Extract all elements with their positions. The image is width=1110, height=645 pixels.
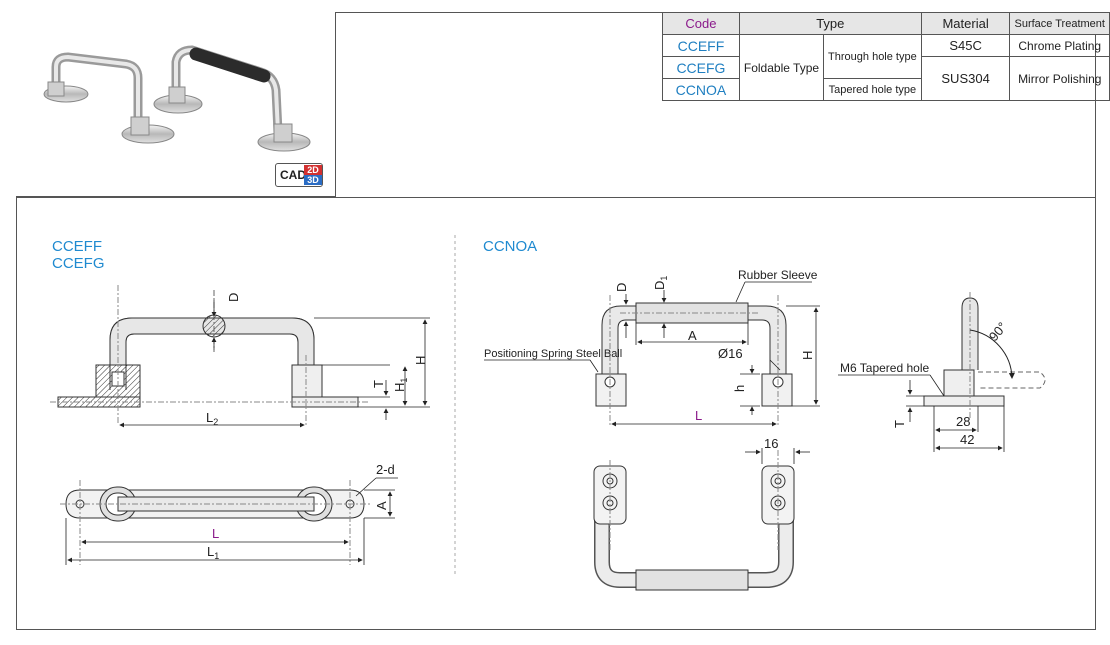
drawing-frame — [16, 12, 1096, 630]
surface-header: Surface Treatment — [1009, 12, 1110, 35]
dim-h-label: h — [732, 385, 747, 392]
material-cell: S45C — [920, 34, 1011, 57]
dim-28-label: 28 — [956, 414, 970, 429]
left-top-dimensions — [65, 477, 398, 565]
dim-L-label: L — [695, 408, 702, 423]
dim-L1-label: L1 — [207, 544, 219, 561]
code-cell: CCNOA — [662, 78, 740, 101]
handles-photo-illustration — [43, 45, 311, 152]
dim-H-label: H — [413, 356, 428, 365]
dim-T-label: T — [371, 380, 386, 388]
cad-2d-label: 2D — [304, 165, 322, 175]
surface-cell: Mirror Polishing — [1009, 56, 1110, 101]
right-side-dimensions — [838, 374, 1005, 452]
right-side-view — [923, 292, 1046, 420]
type-sub-cell: Through hole type — [823, 34, 922, 79]
material-header: Material — [920, 12, 1011, 35]
dim-T-label: T — [892, 420, 907, 428]
code-title: CCEFF — [52, 238, 102, 255]
right-top-dimensions — [745, 448, 810, 464]
code-title: CCEFG — [52, 255, 105, 272]
material-cell: SUS304 — [920, 56, 1011, 101]
dim-D1-label: D1 — [652, 276, 669, 290]
dim-42-label: 42 — [960, 432, 974, 447]
cad-3d-label: 3D — [304, 175, 322, 185]
dim-D-label: D — [226, 293, 241, 302]
dim-dia16-label: Ø16 — [718, 346, 743, 361]
dim-angle-label: 90° — [986, 319, 1010, 344]
cad-badge[interactable]: CAD 2D 3D — [275, 163, 323, 187]
left-top-view — [60, 480, 372, 565]
left-front-dimensions — [119, 300, 430, 428]
right-front-view — [595, 295, 793, 425]
left-section-title: CCEFF CCEFG — [52, 238, 105, 272]
code-cell: CCEFG — [662, 56, 740, 79]
cad-label: CAD — [280, 168, 306, 182]
dim-d-label: 2-d — [376, 462, 395, 477]
type-header: Type — [738, 12, 922, 35]
dim-D-label: D — [614, 283, 629, 292]
dim-L-label: L — [212, 526, 219, 541]
type-sub-cell: Tapered hole type — [823, 78, 922, 101]
spec-table: Code Type Material Surface Treatment CCE… — [662, 12, 1110, 101]
right-top-view — [593, 450, 795, 591]
dim-H1-label: H1 — [392, 378, 409, 392]
right-section-title: CCNOA — [483, 238, 538, 255]
rubber-sleeve-label: Rubber Sleeve — [738, 268, 818, 282]
type-main-cell: Foldable Type — [738, 34, 825, 101]
section-divider — [16, 197, 1096, 198]
dim-16-label: 16 — [764, 436, 778, 451]
right-front-dimensions — [484, 281, 820, 427]
spring-ball-label: Positioning Spring Steel Ball — [484, 348, 622, 360]
dim-L2-label: L2 — [206, 410, 218, 427]
dim-A-label: A — [374, 501, 389, 510]
dim-A-label: A — [688, 328, 697, 343]
left-front-view — [50, 285, 370, 425]
dim-H-label: H — [800, 351, 815, 360]
tapered-hole-label: M6 Tapered hole — [840, 361, 930, 375]
